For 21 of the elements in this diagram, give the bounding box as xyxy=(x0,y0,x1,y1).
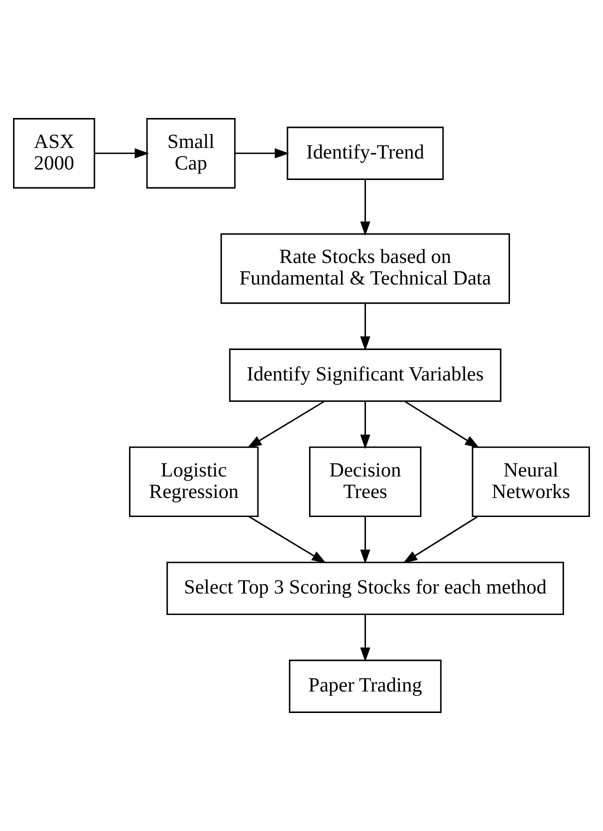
arrow xyxy=(404,400,480,448)
node-box: Rate Stocks based on Fundamental & Technical Data xyxy=(220,233,510,304)
node-box: ASX 2000 xyxy=(13,118,96,189)
arrow xyxy=(360,401,370,450)
node-box: Identify-Trend xyxy=(286,126,444,180)
arrow xyxy=(360,516,370,564)
node-box: Small Cap xyxy=(146,118,236,189)
node-box: Identify Significant Variables xyxy=(229,348,502,402)
node-box: Neural Networks xyxy=(472,446,590,518)
arrow xyxy=(402,516,478,564)
node-box: Logistic Regression xyxy=(129,446,259,518)
arrow xyxy=(360,180,370,236)
arrow xyxy=(235,148,290,158)
arrow xyxy=(360,303,370,351)
arrow xyxy=(247,400,325,448)
arrow xyxy=(360,614,370,662)
node-box: Paper Trading xyxy=(288,660,442,713)
arrow xyxy=(248,516,326,564)
arrow xyxy=(94,148,150,158)
node-box: Decision Trees xyxy=(309,446,422,518)
node-box: Select Top 3 Scoring Stocks for each method xyxy=(166,562,564,615)
